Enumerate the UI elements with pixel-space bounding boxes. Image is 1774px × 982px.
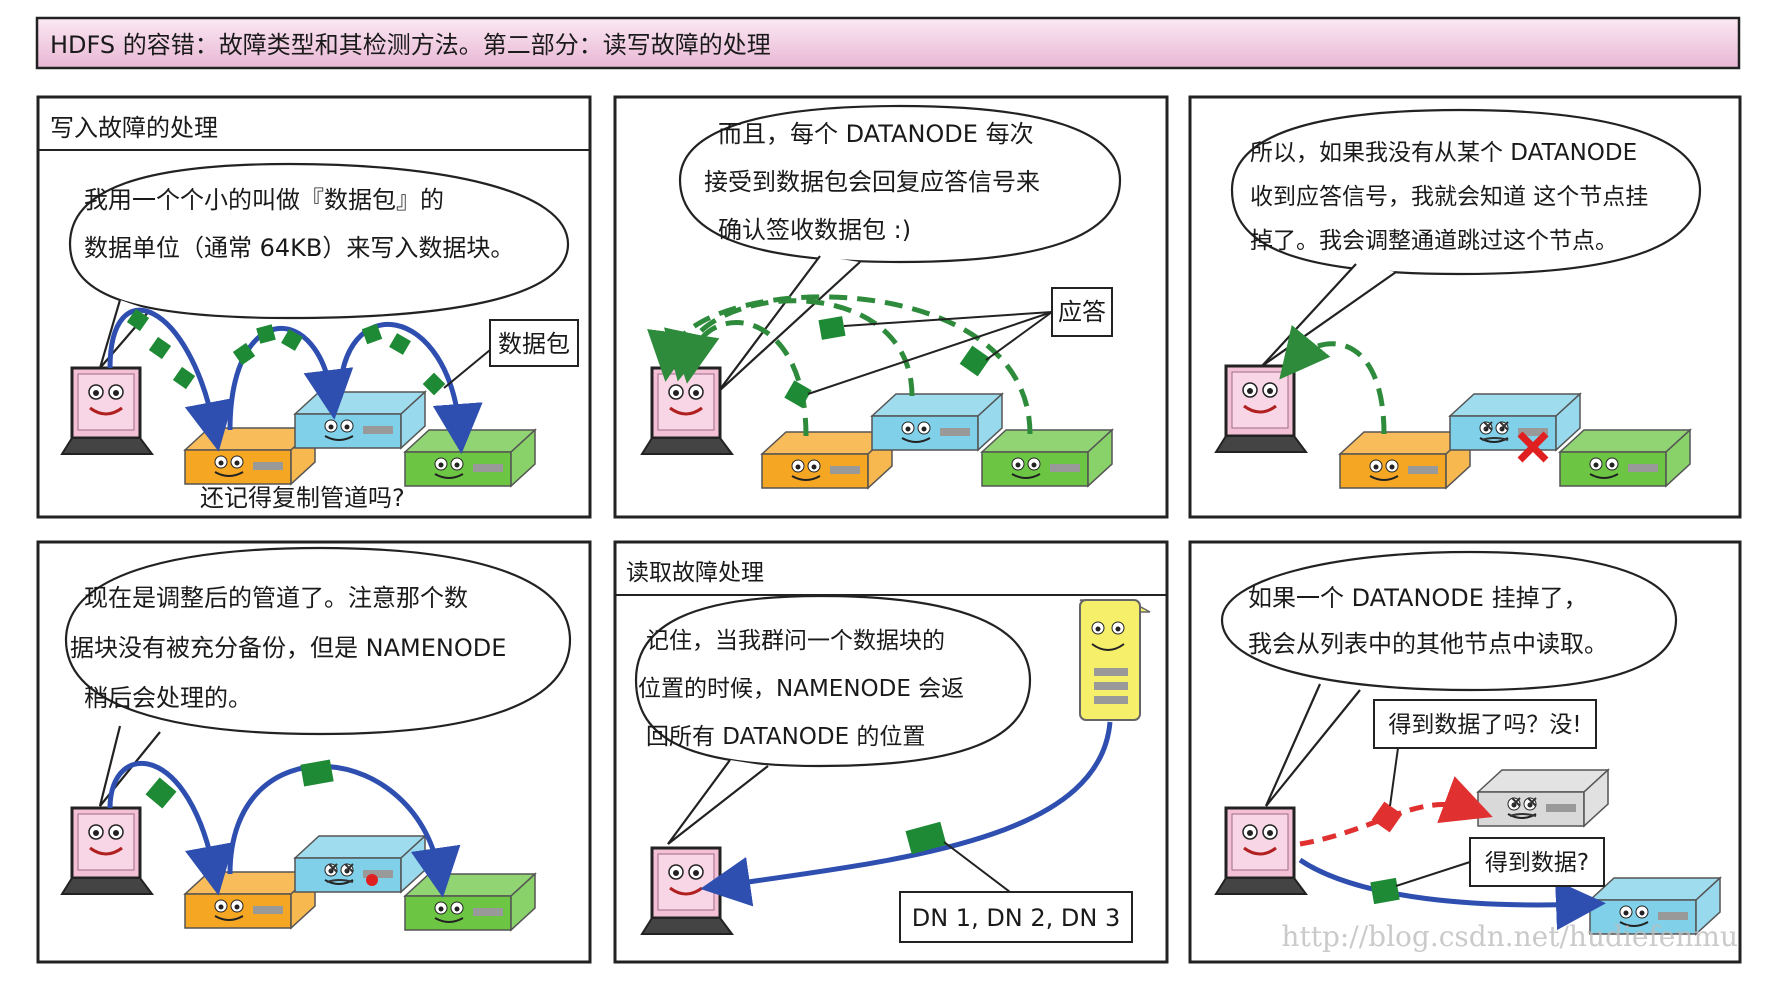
laptop-client [60,806,154,896]
packet-icon [1370,877,1400,905]
packet-icon [784,316,991,408]
bubble-line: 现在是调整后的管道了。注意那个数 [84,584,468,612]
got-data-label: 得到数据? [1485,850,1589,876]
bubble-line: 我用一个个小的叫做『数据包』的 [84,186,444,214]
panel-heading: 读取故障处理 [626,560,764,586]
bubble-line: 而且，每个 DATANODE 每次 [718,120,1034,148]
watermark: http://blog.csdn.net/hudiefenmu [1281,920,1738,953]
pipeline-arrow [337,322,483,454]
panel-detect-failure: 所以，如果我没有从某个 DATANODE 收到应答信号，我就会知道 这个节点挂 … [1188,95,1742,519]
bubble-line: 接受到数据包会回复应答信号来 [704,168,1040,196]
laptop-client [60,366,154,456]
datanode-gray-dead [1477,769,1609,827]
bubble-line: 数据单位（通常 64KB）来写入数据块。 [84,234,514,262]
bubble-line: 收到应答信号，我就会知道 这个节点挂 [1250,184,1648,210]
bubble-line: 掉了。我会调整通道跳过这个节点。 [1250,228,1618,254]
header-title: HDFS 的容错：故障类型和其检测方法。第二部分：读写故障的处理 [50,31,771,59]
ack-arrow [1279,324,1387,435]
bubble-line: 我会从列表中的其他节点中读取。 [1248,630,1608,658]
laptop-client [640,846,734,936]
pipeline-arrow [107,307,234,452]
bubble-line: 回所有 DATANODE 的位置 [646,724,925,750]
pipeline-arrow [227,326,354,431]
location-arrow [700,721,1113,907]
laptop-client [1214,364,1308,454]
bubble-line: 据块没有被充分备份，但是 NAMENODE [70,634,506,662]
bubble-line: 如果一个 DATANODE 挂掉了， [1248,584,1588,612]
datanode-green [404,873,536,931]
datanode-green [404,429,536,487]
panel-adjusted-pipeline: 现在是调整后的管道了。注意那个数 据块没有被充分备份，但是 NAMENODE 稍… [36,540,592,964]
datanode-green [1559,429,1691,487]
panel-read-failure: 读取故障处理 记住，当我群问一个数据块的 位置的时候，NAMENODE 会返 回… [613,540,1169,964]
bubble-line: 确认签收数据包 :) [718,216,911,244]
datanode-blue [294,391,426,449]
datanode-blue-dead [294,835,426,893]
packet-icon [905,821,947,855]
datanode-green [981,429,1113,487]
packet-icon [145,759,334,809]
laptop-client [640,366,734,456]
panel-write-failure: 写入故障的处理 我用一个个小的叫做『数据包』的 数据单位（通常 64KB）来写入… [36,95,592,519]
ack-arrow [647,294,1033,435]
packet-icon [126,308,446,396]
bubble-line: 稍后会处理的。 [84,684,252,712]
panel-read-from-other: 如果一个 DATANODE 挂掉了， 我会从列表中的其他节点中读取。 得到数据了… [1188,540,1742,964]
header-bar [35,16,1741,70]
datanode-list-label: DN 1, DN 2, DN 3 [912,904,1121,932]
got-data-no-label: 得到数据了吗？没! [1388,712,1581,738]
panel-ack: 而且，每个 DATANODE 每次 接受到数据包会回复应答信号来 确认签收数据包… [613,95,1169,519]
panel-heading: 写入故障的处理 [50,114,218,142]
read-arrow [1298,857,1606,931]
datanode-blue-dead [1449,393,1581,451]
datanode-blue [871,393,1003,451]
packet-label: 数据包 [498,330,570,358]
packet-icon [1371,801,1403,833]
ack-label: 应答 [1058,298,1106,326]
pipeline-arrow [107,760,235,896]
panel-caption: 还记得复制管道吗? [200,484,405,512]
ack-arrow [664,298,915,397]
bubble-line: 位置的时候，NAMENODE 会返 [638,676,964,702]
bubble-line: 所以，如果我没有从某个 DATANODE [1250,140,1637,166]
failure-x-icon [1517,431,1549,463]
namenode-server [1079,599,1151,721]
laptop-client [1214,806,1308,896]
bubble-line: 记住，当我群问一个数据块的 [646,628,945,654]
